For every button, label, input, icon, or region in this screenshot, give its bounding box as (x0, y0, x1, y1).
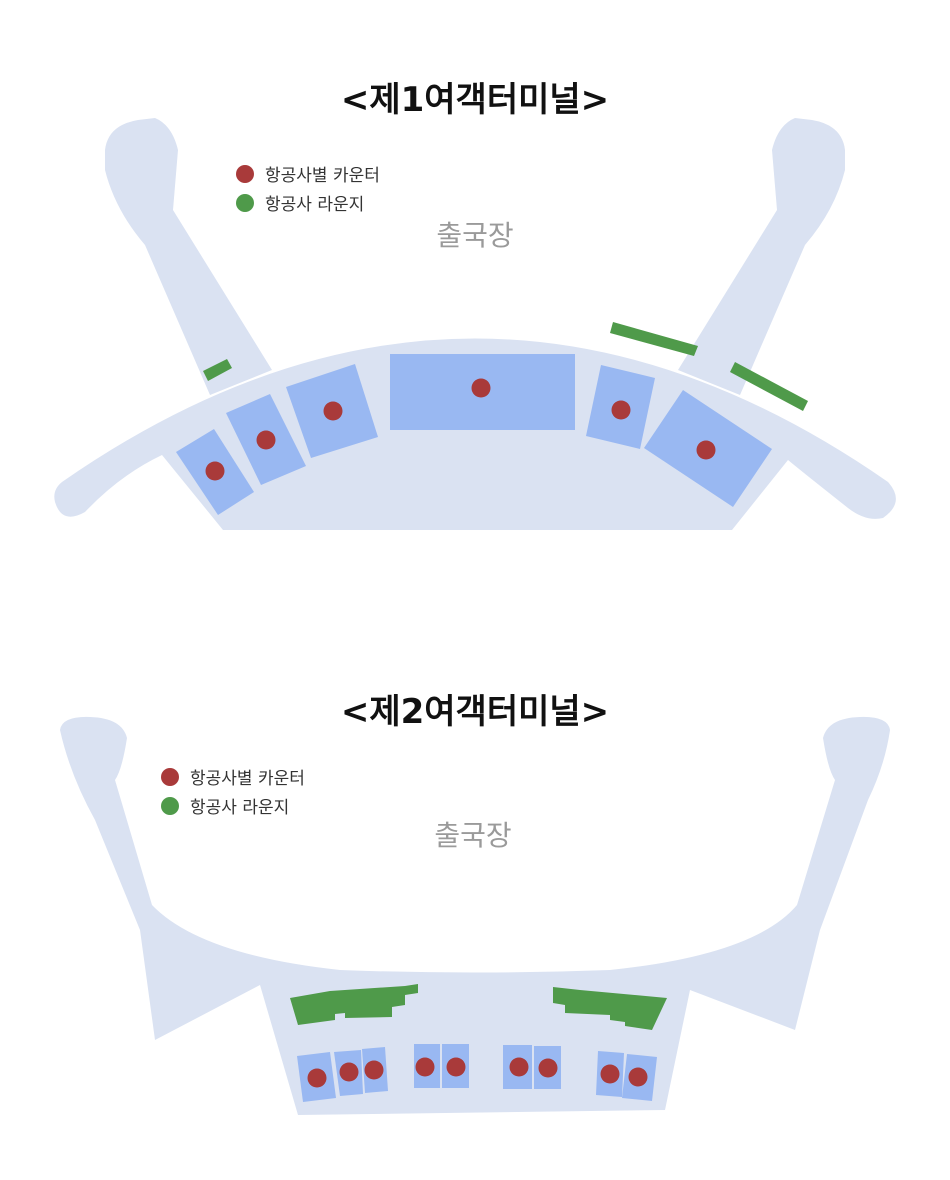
terminal-2-section: <제2여객터미널> 항공사별 카운터 항공사 라운지 출국장 (0, 600, 950, 1180)
t2-lounge-right (553, 987, 667, 1030)
t1-lounge-left (203, 359, 232, 381)
t2-building (60, 716, 890, 1115)
legend-label: 항공사 라운지 (190, 798, 290, 818)
legend-label: 항공사별 카운터 (265, 166, 380, 186)
t1-counter-dot (323, 401, 343, 421)
t2-counter-dot (339, 1062, 359, 1082)
counter-legend-dot (161, 767, 179, 786)
t2-counter-dot (600, 1064, 620, 1084)
t1-counter-dot (611, 400, 631, 420)
legend-label: 항공사 라운지 (265, 195, 365, 215)
terminal-1-legend: 항공사별 카운터 항공사 라운지 (236, 159, 380, 217)
t2-counter-dot (307, 1068, 327, 1088)
terminal-2-title: <제2여객터미널> (340, 692, 610, 732)
t2-counter-dot (446, 1057, 466, 1077)
t2-counter-dot (415, 1057, 435, 1077)
terminal-1-map (54, 118, 896, 530)
terminal-1-section: <제1여객터미널> 항공사별 카운터 항공사 라운지 출국장 (0, 0, 950, 580)
legend-item-lounge: 항공사 라운지 (161, 791, 305, 820)
t2-counter-dot (364, 1060, 384, 1080)
t2-counter-dot (509, 1057, 529, 1077)
t2-counter-dot (538, 1058, 558, 1078)
terminal-2-map (60, 716, 890, 1115)
lounge-legend-dot (236, 193, 254, 212)
lounge-legend-dot (161, 796, 179, 815)
terminal-1-departure-hall-label: 출국장 (436, 219, 514, 252)
t1-counter-dot (205, 461, 225, 481)
t1-counter-dot (256, 430, 276, 450)
legend-label: 항공사별 카운터 (190, 769, 305, 789)
legend-item-counter: 항공사별 카운터 (161, 762, 305, 791)
terminal-2-legend: 항공사별 카운터 항공사 라운지 (161, 762, 305, 820)
t1-lounge-right-2 (730, 362, 808, 411)
t1-left-pier (105, 118, 272, 395)
legend-item-counter: 항공사별 카운터 (236, 159, 380, 188)
t1-lounge-right-1 (610, 322, 698, 356)
t2-lounge-left (290, 984, 418, 1025)
terminal-1-title: <제1여객터미널> (340, 80, 610, 120)
legend-item-lounge: 항공사 라운지 (236, 188, 380, 217)
counter-legend-dot (236, 164, 254, 183)
terminal-2-departure-hall-label: 출국장 (434, 819, 512, 852)
t1-right-pier (678, 118, 845, 395)
t1-counter-dot (696, 440, 716, 460)
t2-counter-dot (628, 1067, 648, 1087)
t1-counter-dot (471, 378, 491, 398)
